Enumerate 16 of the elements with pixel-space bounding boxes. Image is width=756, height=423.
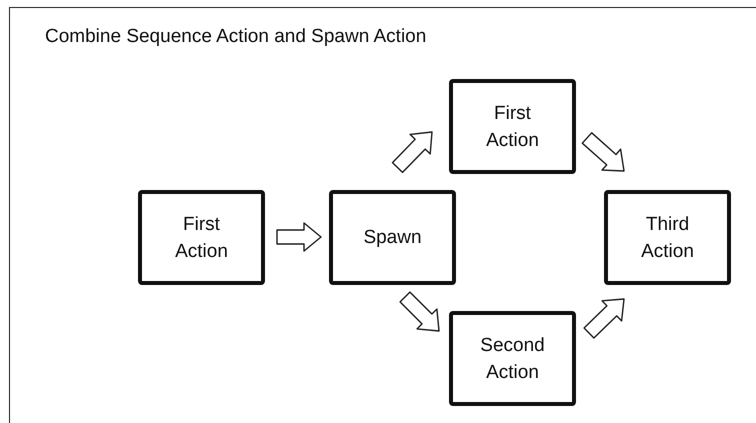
diagram-title: Combine Sequence Action and Spawn Action (45, 26, 426, 48)
action-box (449, 79, 576, 174)
block-arrow (583, 298, 625, 339)
block-arrow (392, 131, 433, 174)
block-arrow (582, 132, 625, 172)
action-box (138, 190, 265, 285)
action-label: First Action (174, 212, 229, 264)
block-arrow (276, 222, 322, 252)
block-arrow (399, 291, 440, 332)
action-box (449, 311, 576, 406)
action-box (329, 190, 456, 285)
action-label: Second Action (479, 334, 546, 384)
action-box (604, 190, 731, 285)
action-label: Third Action (640, 212, 695, 264)
action-label: Spawn (363, 226, 422, 250)
action-label: First Action (485, 102, 540, 152)
